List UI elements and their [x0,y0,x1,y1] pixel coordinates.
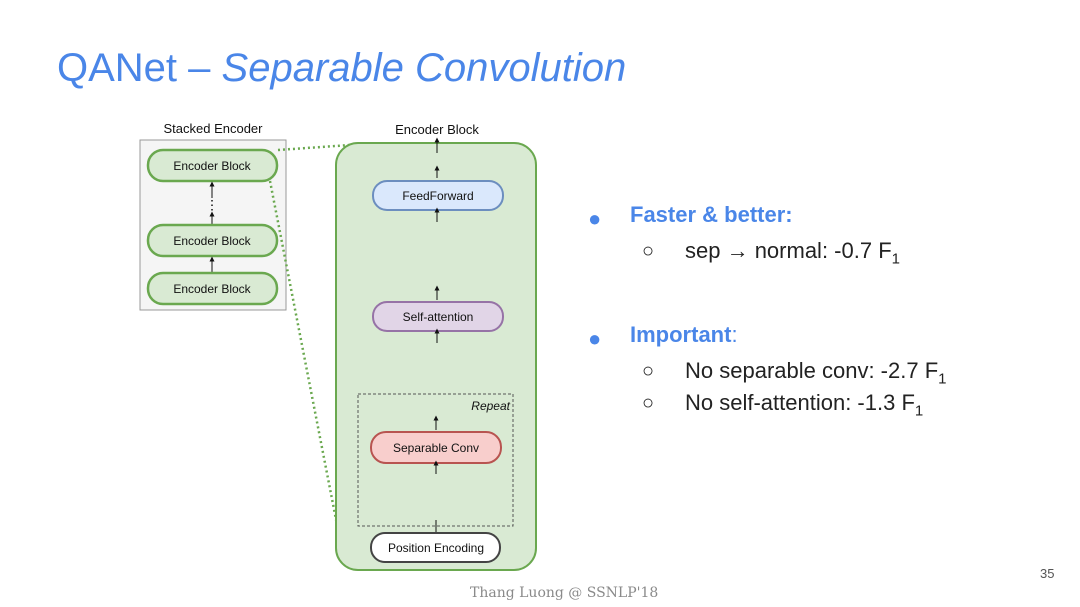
bullet-1-item-1-text: sep → normal: -0.7 F1 [685,238,900,268]
encoder-block-title: Encoder Block [395,122,479,137]
bullet-1-heading: Faster & better: [630,202,793,227]
slide-title: QANet – Separable Convolution [57,46,626,91]
zoom-line-bottom [268,180,342,541]
bullet-1-item-1: ○ sep → normal: -0.7 F1 [588,238,1068,270]
bullet-dot: ● [588,326,602,351]
bullet-1: ● Faster & better: [588,202,1068,238]
position-encoding-label: Position Encoding [388,541,484,555]
bullet-2: ● Important: [588,322,1068,358]
sub-bullet-circle: ○ [642,392,655,414]
bullet-2-heading: Important: [630,322,738,347]
slide-footer: Thang Luong @ SSNLP'18 [470,585,659,601]
repeat-label: Repeat [471,399,510,413]
bullet-list: ● Faster & better: ○ sep → normal: -0.7 … [588,202,1068,422]
stacked-encoder-block-1 [146,148,279,183]
self-attention-label: Self-attention [403,310,474,324]
bullet-2-item-2-text: No self-attention: -1.3 F1 [685,390,924,420]
stacked-encoder-block-2 [146,223,279,258]
repeat-region [357,393,514,527]
stacked-encoder-title: Stacked Encoder [163,121,263,136]
stacked-encoder-block-2-label: Encoder Block [173,234,251,248]
bullet-dot: ● [588,206,602,231]
feedforward-label: FeedForward [402,189,473,203]
stacked-encoder-block-3-label: Encoder Block [173,282,251,296]
sub-bullet-circle: ○ [642,240,655,262]
bullet-2-item-1-text: No separable conv: -2.7 F1 [685,358,947,388]
title-main: QANet – [57,46,222,90]
stacked-encoder-block-3 [146,271,279,306]
position-encoding-layer [370,532,501,563]
bullet-2-item-2: ○ No self-attention: -1.3 F1 [588,390,1068,422]
bullet-2-item-1: ○ No separable conv: -2.7 F1 [588,358,1068,390]
sub-bullet-circle: ○ [642,360,655,382]
zoom-line-top [277,143,351,152]
stacked-encoder-block-1-label: Encoder Block [173,159,251,173]
page-number: 35 [1040,566,1055,581]
title-italic: Separable Convolution [221,46,627,90]
separable-conv-label: Separable Conv [393,441,479,455]
